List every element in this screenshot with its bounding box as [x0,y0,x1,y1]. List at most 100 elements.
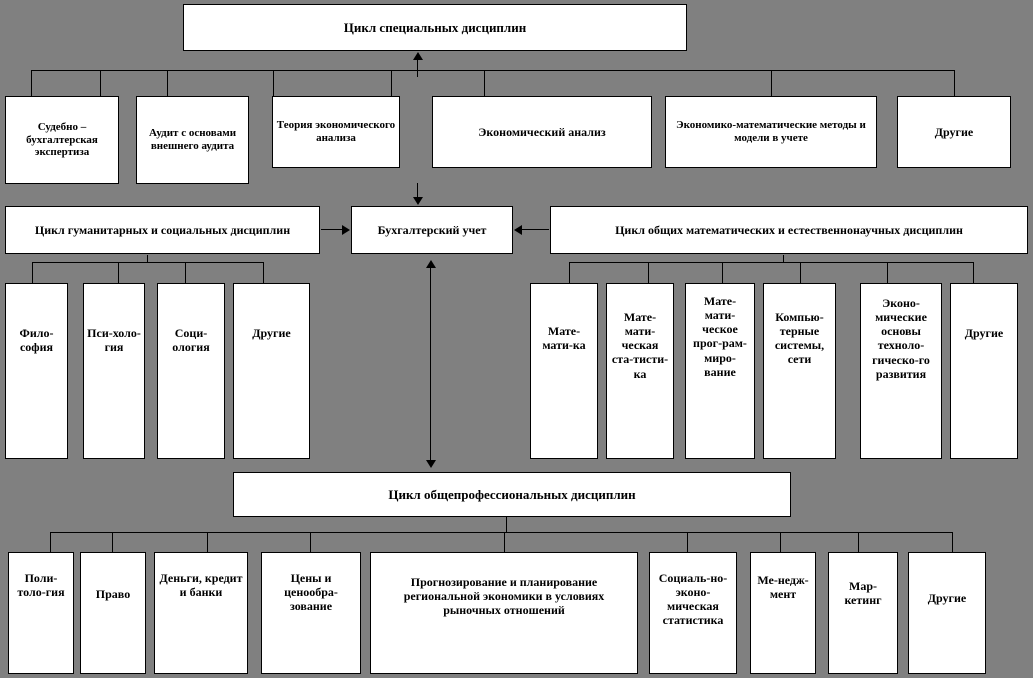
node-special-child-3: Экономический анализ [432,96,652,168]
node-general-child-4: Прогнозирование и планирование региональ… [370,552,638,674]
connector-bus-special [31,70,484,71]
node-special-child-4: Экономико-математические методы и модели… [665,96,877,168]
connector-drop-s5 [391,70,392,97]
node-general-child-3: Цены и ценообра-зование [261,552,361,674]
node-general-cycle: Цикл общепрофессиональных дисциплин [233,472,791,517]
node-label: Другие [252,326,291,340]
connector-drop-s8 [954,70,955,97]
node-humanities-child-3: Другие [233,283,310,459]
node-label: Экономический анализ [478,124,606,139]
connector-drop-g2 [112,532,113,554]
node-label: Право [95,587,131,601]
node-math-child-0: Мате-мати-ка [530,283,598,459]
connector-drop-g7 [780,532,781,554]
connector-drop-g8 [858,532,859,554]
connector-special-up [417,60,418,77]
node-math-child-4: Эконо-мические основы техноло-гическо-го… [860,283,942,459]
node-general-child-0: Поли-толо-гия [8,552,74,674]
node-label: Соци-ология [172,326,210,355]
node-general-child-1: Право [80,552,146,674]
node-humanities-child-0: Фило-софия [5,283,68,459]
node-general-child-8: Другие [908,552,986,674]
node-label: Социаль-но-эконо-мическая статистика [658,571,728,628]
node-label: Мате-мати-ческое прог-рам-миро-вание [693,294,747,379]
node-label: Цикл общепрофессиональных дисциплин [388,486,636,502]
node-math-child-3: Компью-терные системы, сети [763,283,836,459]
node-label: Бухгалтерский учет [377,222,487,237]
node-special-child-2: Теория экономического анализа [272,96,400,168]
node-general-child-7: Мар-кетинг [828,552,898,674]
connector-drop-s6 [484,70,485,97]
connector-drop-m1 [569,262,570,284]
node-label: Поли-толо-гия [17,571,65,600]
node-label: Теория экономического анализа [276,119,396,144]
node-general-child-6: Ме-недж-мент [750,552,816,674]
node-math-child-5: Другие [950,283,1018,459]
connector-bus-special-far [771,70,954,71]
connector-drop-m4 [800,262,801,284]
node-humanities-child-1: Пси-холо-гия [83,283,145,459]
arrowhead-left-center [514,225,522,235]
connector-drop-h4 [263,262,264,284]
connector-general-stem [506,517,507,533]
node-label: Цикл общих математических и естественнон… [615,222,963,237]
connector-humanities-to-center [321,229,343,230]
node-center-accounting: Бухгалтерский учет [351,206,513,254]
connector-drop-m5 [887,262,888,284]
node-special-child-1: Аудит с основами внешнего аудита [136,96,249,184]
connector-drop-s1 [31,70,32,97]
node-math-cycle: Цикл общих математических и естественнон… [550,206,1028,254]
connector-bus-general [50,532,952,533]
arrowhead-right-center [342,225,350,235]
connector-drop-h2 [118,262,119,284]
connector-bus-humanities [32,262,264,263]
connector-drop-g6 [687,532,688,554]
connector-bottom-to-center [430,268,431,466]
node-general-child-5: Социаль-но-эконо-мическая статистика [649,552,737,674]
connector-top-to-center [417,183,418,198]
node-label: Цикл специальных дисциплин [343,19,527,35]
node-label: Цикл гуманитарных и социальных дисциплин [34,222,291,237]
node-label: Мате-мати-ка [542,324,586,353]
node-label: Экономико-математические методы и модели… [676,119,866,144]
connector-drop-s2 [100,70,101,97]
node-label: Ме-недж-мент [757,573,809,602]
node-label: Судебно – бухгалтерская экспертиза [26,120,98,159]
node-label: Фило-софия [19,326,54,355]
node-label: Другие [964,326,1004,340]
node-label: Мар-кетинг [844,579,882,608]
node-label: Деньги, кредит и банки [159,571,243,600]
connector-drop-g4 [310,532,311,554]
connector-center-to-general [430,455,431,463]
connector-drop-m6 [973,262,974,284]
connector-drop-m2 [648,262,649,284]
node-label: Пси-холо-гия [87,326,141,355]
node-humanities-child-2: Соци-ология [157,283,225,459]
arrowhead-down-general [426,460,436,468]
node-label: Прогнозирование и планирование региональ… [403,575,605,618]
node-label: Другие [927,591,967,605]
connector-drop-g5 [504,532,505,554]
connector-bus-special-right [484,70,771,71]
connector-drop-s3 [167,70,168,97]
node-special-cycle: Цикл специальных дисциплин [183,4,687,51]
connector-math-stem [783,255,784,263]
connector-drop-h3 [185,262,186,284]
arrowhead-up-center [426,260,436,268]
connector-bus-math [569,262,973,263]
node-special-child-0: Судебно – бухгалтерская экспертиза [5,96,119,184]
arrowhead-up-special [413,52,423,60]
node-label: Другие [934,124,974,139]
connector-drop-h1 [32,262,33,284]
connector-humanities-stem [147,255,148,263]
connector-drop-s4 [273,70,274,97]
node-math-child-2: Мате-мати-ческое прог-рам-миро-вание [685,283,755,459]
connector-drop-g3 [207,532,208,554]
node-humanities-cycle: Цикл гуманитарных и социальных дисциплин [5,206,320,254]
node-label: Компью-терные системы, сети [774,310,825,367]
connector-drop-g1 [50,532,51,554]
node-special-child-5: Другие [897,96,1011,168]
connector-drop-s7 [771,70,772,97]
node-math-child-1: Мате-мати-ческая ста-тисти-ка [606,283,674,459]
